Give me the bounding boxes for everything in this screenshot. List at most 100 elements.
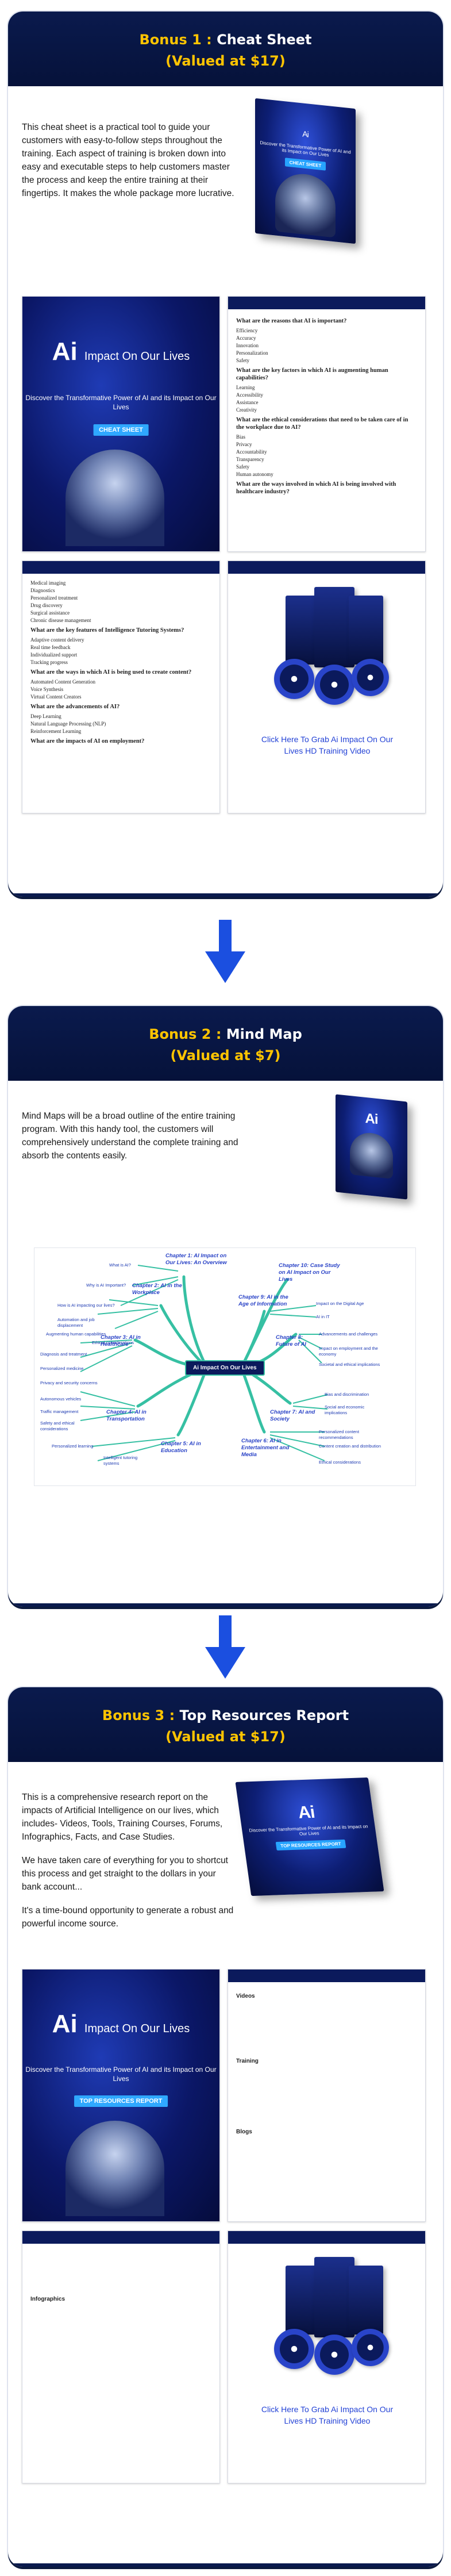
page2-a3-3: Transparency (236, 456, 264, 462)
page2-a2-3: Creativity (236, 407, 257, 413)
page2-a1-0: Efficiency (236, 328, 258, 333)
chapter-1-node: Chapter 1: AI Impact on Our Lives: An Ov… (165, 1253, 227, 1266)
grab-training-link-2[interactable]: Click Here To Grab Ai Impact On Our Live… (261, 2405, 394, 2425)
bonus3-card: Bonus 3 : Top Resources Report (Valued a… (8, 1687, 443, 2567)
page3-l1-2: Personalized treatment (30, 595, 78, 601)
page3-q4: What are the impacts of AI on employment… (30, 738, 145, 744)
bundle-preview-page: Click Here To Grab Ai Impact On Our Live… (228, 2231, 426, 2483)
bonus3-header: Bonus 3 : Top Resources Report (Valued a… (8, 1687, 443, 1762)
robot-image (350, 1130, 393, 1179)
bonus1-title: Cheat Sheet (217, 32, 312, 48)
cover-robot-image (65, 2120, 164, 2217)
mm-leaf: Intelligent tutoring systems (103, 1455, 138, 1466)
page3-l1-3: Drug discovery (30, 602, 63, 608)
chapter-4-node: Chapter 4: AI in Transportation (106, 1409, 147, 1422)
mm-leaf: Personalized content recommendations (319, 1429, 360, 1440)
cover-logo-sub: Impact On Our Lives (84, 2022, 190, 2036)
page3-l4-0: Deep Learning (30, 713, 61, 719)
cover-pill: TOP RESOURCES REPORT (74, 2095, 168, 2107)
mm-leaf: Content creation and distribution (319, 1444, 381, 1449)
bonus3-description: This is a comprehensive research report … (22, 1792, 223, 1842)
mm-leaf: Traffic management (40, 1409, 79, 1414)
report-infographics-heading: Infographics (30, 2296, 65, 2302)
mm-leaf: Advancements and challenges (319, 1331, 378, 1337)
bonus1-title-prefix: Bonus 1 : (139, 32, 212, 48)
mm-leaf: AI in IT (316, 1314, 330, 1319)
report-page-2: Videos Training Blogs (228, 1969, 426, 2222)
page3-l2-1: Real time feedback (30, 644, 71, 650)
product-logo: Ai (296, 1803, 316, 1823)
page3-l1-5: Chronic disease management (30, 617, 91, 623)
cover-logo: Ai (52, 2010, 78, 2038)
page3-l1-1: Diagnostics (30, 588, 55, 593)
chapter-7-node: Chapter 7: AI and Society (270, 1409, 315, 1422)
chapter-9-node: Chapter 9: AI in the Age of Information (238, 1294, 288, 1307)
grab-training-link-1[interactable]: Click Here To Grab Ai Impact On Our Live… (261, 735, 394, 755)
page2-q1: What are the reasons that AI is importan… (236, 318, 347, 324)
chapter-10-node: Chapter 10: Case Study on AI Impact on O… (279, 1262, 340, 1283)
page2-a3-0: Bias (236, 434, 246, 440)
bonus3-product-book: Ai Discover the Transformative Power of … (235, 1771, 384, 1903)
robot-image (275, 170, 336, 238)
page2-a3-5: Human autonomy (236, 471, 273, 477)
cover-tagline: Discover the Transformative Power of AI … (25, 394, 217, 412)
page3-l3-2: Virtual Content Creators (30, 694, 82, 700)
page3-l3-1: Voice Synthesis (30, 686, 64, 692)
bonus2-value: (Valued at $7) (170, 1047, 281, 1064)
mm-leaf: Bias and discrimination (325, 1392, 369, 1397)
mind-map: Ai Impact On Our Lives Chapter 1: AI Imp… (34, 1247, 416, 1486)
product-tagline: Discover the Transformative Power of AI … (248, 1823, 369, 1837)
mm-leaf: Automation and job displacement (57, 1317, 95, 1328)
down-arrow-icon (205, 1615, 245, 1679)
bundle-image (263, 2254, 395, 2386)
page2-a3-1: Privacy (236, 442, 252, 447)
page3-l1-4: Surgical assistance (30, 610, 70, 616)
bonus3-title: Top Resources Report (179, 1707, 349, 1723)
page2-a3-2: Accountability (236, 449, 267, 455)
bonus1-product-box: Ai Discover the Transformative Power of … (255, 98, 356, 244)
mm-leaf: Diagnosis and treatment (40, 1352, 87, 1357)
bundle-preview-page: Click Here To Grab Ai Impact On Our Live… (228, 560, 426, 813)
mm-leaf: Safety and ethical considerations (40, 1421, 75, 1431)
page3-q3: What are the advancements of AI? (30, 704, 120, 710)
page2-a2-0: Learning (236, 385, 255, 390)
page3-l2-0: Adaptive content delivery (30, 637, 84, 643)
page2-a1-2: Innovation (236, 343, 259, 348)
cheat-sheet-page-2: What are the reasons that AI is importan… (228, 296, 426, 552)
bonus2-header: Bonus 2 : Mind Map (Valued at $7) (8, 1006, 443, 1081)
cover-pill: CHEAT SHEET (93, 424, 149, 436)
mm-leaf: Impact on employment and the economy (319, 1346, 378, 1357)
report-cover-page: Ai Impact On Our Lives Discover the Tran… (22, 1969, 220, 2222)
mm-leaf: Impact on the Digital Age (316, 1301, 364, 1306)
page3-l2-2: Individualized support (30, 652, 78, 658)
product-pill: TOP RESOURCES REPORT (275, 1840, 346, 1851)
bonus2-product-box: Ai (336, 1094, 407, 1200)
report-blogs-heading: Blogs (236, 2129, 252, 2135)
mm-leaf: Personalized learning (52, 1444, 94, 1449)
page2-a2-2: Assistance (236, 400, 259, 405)
page3-l4-2: Reinforcement Learning (30, 728, 82, 734)
page2-q2: What are the key factors in which AI is … (236, 367, 388, 381)
mm-leaf: What is AI? (109, 1262, 131, 1268)
bonus3-description-2: We have taken care of everything for you… (22, 1856, 228, 1892)
bonus1-value: (Valued at $17) (165, 53, 286, 69)
page2-q3: What are the ethical considerations that… (236, 417, 408, 431)
bonus3-description-block: This is a comprehensive research report … (22, 1791, 237, 1941)
chapter-5-node: Chapter 5: AI in Education (161, 1441, 201, 1454)
mm-leaf: Societal and ethical implications (319, 1362, 380, 1367)
bonus3-title-prefix: Bonus 3 : (102, 1707, 175, 1723)
report-page-3: Infographics (22, 2231, 220, 2483)
cheat-sheet-page-3: Medical imaging Diagnostics Personalized… (22, 560, 220, 813)
page2-a3-4: Safety (236, 464, 249, 470)
cover-logo-sub: Impact On Our Lives (84, 350, 190, 363)
chapter-8-node: Chapter 8: Future of AI (276, 1334, 306, 1347)
bonus2-title-prefix: Bonus 2 : (149, 1026, 222, 1042)
bonus1-description-block: This cheat sheet is a practical tool to … (22, 121, 243, 210)
bundle-image (263, 584, 395, 716)
chapter-3-node: Chapter 3: AI in Healthcare (101, 1334, 141, 1347)
page3-q1: What are the key features of Intelligenc… (30, 627, 184, 634)
bonus2-title: Mind Map (226, 1026, 302, 1042)
mm-leaf: Ethical considerations (92, 1340, 134, 1345)
page2-q4: What are the ways involved in which AI i… (236, 481, 396, 495)
mm-leaf: Social and economic implications (325, 1404, 365, 1415)
